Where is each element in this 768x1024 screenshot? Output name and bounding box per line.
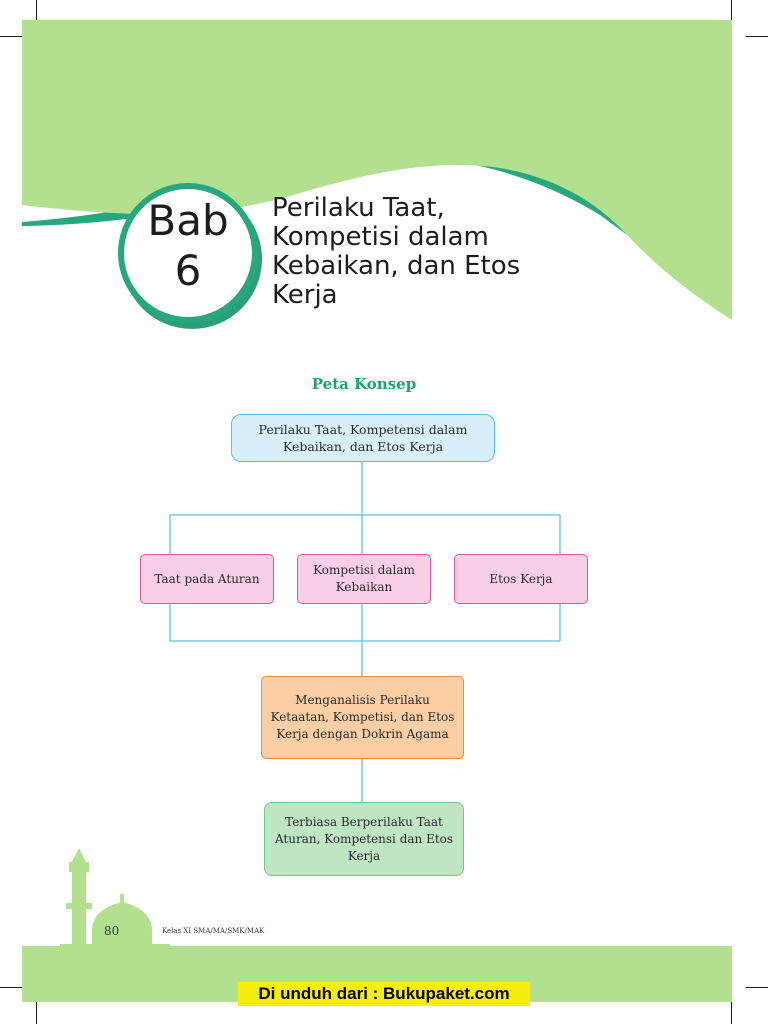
crop-mark-bottom-left-h: [0, 987, 22, 988]
concept-outcome-line: Terbiasa Berperilaku Taat: [285, 814, 443, 829]
chapter-title: Perilaku Taat, Kompetisi dalam Kebaikan,…: [272, 194, 602, 310]
crop-mark-bottom-right-h: [746, 987, 768, 988]
crop-mark-bottom-right: [731, 1002, 732, 1024]
concept-branch-line: Taat pada Aturan: [154, 571, 260, 586]
course-label: Kelas XI SMA/MA/SMK/MAK: [162, 927, 265, 935]
crop-mark-top-left: [36, 0, 37, 22]
concept-branch-line: Etos Kerja: [489, 571, 553, 586]
chapter-label: Bab: [147, 196, 229, 245]
concept-branch-box: Kompetisi dalam Kebaikan: [297, 554, 431, 604]
download-watermark: Di unduh dari : Bukupaket.com: [238, 982, 530, 1006]
chapter-title-line: Kebaikan, dan Etos: [272, 251, 521, 281]
concept-analysis-line: Ketaatan, Kompetisi, dan Etos: [270, 710, 455, 724]
crop-mark-bottom-left: [36, 1002, 37, 1024]
chapter-title-line: Perilaku Taat,: [272, 193, 445, 223]
concept-outcome-box: Terbiasa Berperilaku Taat Aturan, Kompet…: [264, 802, 464, 876]
concept-root-line: Perilaku Taat, Kompetensi dalam: [258, 422, 468, 437]
header-green-shape: [22, 20, 732, 320]
page-number: 80: [104, 924, 120, 938]
crop-mark-top-right: [731, 0, 732, 22]
concept-root-box: Perilaku Taat, Kompetensi dalam Kebaikan…: [231, 414, 495, 462]
concept-analysis-box: Menganalisis Perilaku Ketaatan, Kompetis…: [261, 676, 464, 759]
concept-branch-box: Etos Kerja: [454, 554, 588, 604]
chapter-number: 6: [174, 246, 202, 295]
concept-map-heading: Peta Konsep: [311, 375, 417, 393]
chapter-badge: [118, 183, 258, 323]
concept-outcome-line: Aturan, Kompetensi dan Etos: [274, 831, 454, 846]
crop-mark-top-right-h: [746, 36, 768, 37]
concept-analysis-line: Menganalisis Perilaku: [295, 693, 430, 707]
concept-branch-line: Kompetisi dalam: [313, 563, 415, 577]
concept-branch-box: Taat pada Aturan: [140, 554, 274, 604]
chapter-title-line: Kompetisi dalam: [272, 222, 489, 252]
concept-analysis-line: Kerja dengan Dokrin Agama: [276, 727, 449, 741]
concept-root-line: Kebaikan, dan Etos Kerja: [282, 439, 444, 454]
mosque-silhouette-icon: [60, 848, 170, 950]
chapter-title-line: Kerja: [272, 280, 338, 310]
concept-branch-line: Kebaikan: [335, 580, 393, 594]
concept-outcome-line: Kerja: [347, 848, 381, 863]
crop-mark-top-left-h: [0, 36, 22, 37]
